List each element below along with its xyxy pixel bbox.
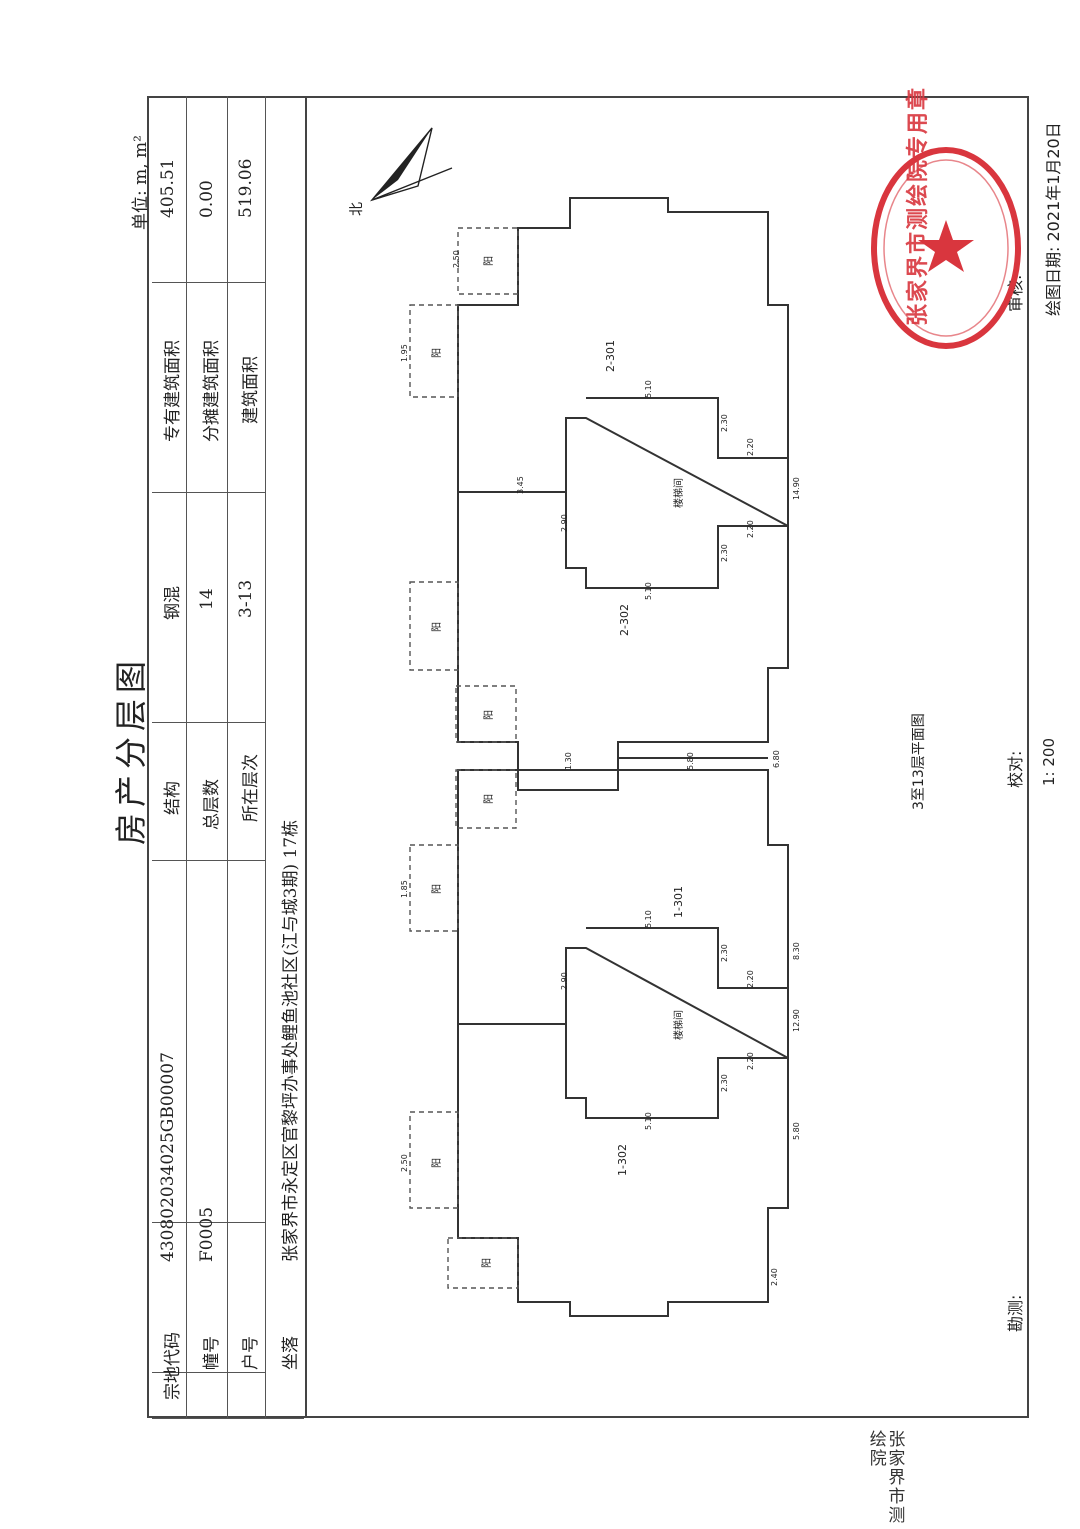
dim-label: 5.10 — [644, 910, 653, 928]
dim-label: 2.30 — [720, 1074, 729, 1092]
balconies — [409, 227, 519, 1289]
stair-label-top: 楼梯间 — [674, 478, 685, 508]
dim-label: 6.80 — [772, 750, 781, 768]
dim-label: 3.45 — [516, 476, 525, 494]
balcony-label: 阳 — [484, 710, 495, 720]
dim-label: 1.30 — [564, 752, 573, 770]
dim-label: 5.80 — [686, 752, 695, 770]
dim-label: 2.50 — [400, 1154, 409, 1172]
table-line — [152, 1222, 265, 1223]
balcony-label: 阳 — [484, 794, 495, 804]
table-line — [152, 860, 265, 861]
plan-caption: 3至13层平面图 — [911, 713, 927, 810]
seal-star-icon — [918, 220, 974, 272]
room-label-2-301: 2-301 — [604, 340, 617, 372]
balcony-label: 阳 — [482, 1258, 493, 1268]
dim-label: 2.30 — [720, 944, 729, 962]
table-line — [152, 492, 265, 493]
balcony-label: 阳 — [432, 884, 443, 894]
table-line — [152, 282, 265, 283]
balcony-label: 阳 — [432, 348, 443, 358]
dim-label: 2.40 — [770, 1268, 779, 1286]
outer-frame — [147, 96, 1029, 1418]
dim-label: 2.50 — [452, 250, 461, 268]
dim-label: 1.95 — [400, 344, 409, 362]
room-label-1-301: 1-301 — [672, 886, 685, 918]
dim-label: 2.90 — [560, 514, 569, 532]
room-label-1-302: 1-302 — [616, 1144, 629, 1176]
balcony-label: 阳 — [432, 622, 443, 632]
dim-label: 8.30 — [792, 942, 801, 960]
dim-label: 2.20 — [746, 438, 755, 456]
dim-label: 5.10 — [644, 582, 653, 600]
seal-text: 张家界市测绘院专用章 — [906, 85, 931, 326]
official-seal — [871, 147, 1021, 349]
jiaodui-label: 校对: — [1006, 750, 1025, 788]
plan-outline — [457, 197, 789, 1317]
dim-label: 2.20 — [746, 1052, 755, 1070]
dim-label: 5.80 — [792, 1122, 801, 1140]
dim-label: 14.90 — [792, 477, 801, 500]
side-org-name: 张家界市测绘院 — [865, 1430, 905, 1525]
dim-label: 2.90 — [560, 972, 569, 990]
north-label: 北 — [349, 202, 365, 216]
dim-label: 2.20 — [746, 970, 755, 988]
dim-label: 2.30 — [720, 414, 729, 432]
balcony-label: 阳 — [484, 256, 495, 266]
table-line — [265, 96, 266, 1418]
dim-label: 5.10 — [644, 1112, 653, 1130]
dim-label: 5.10 — [644, 380, 653, 398]
dim-label: 1.85 — [400, 880, 409, 898]
date-label: 绘图日期: 2021年1月20日 — [1044, 122, 1063, 316]
dim-label: 2.20 — [746, 520, 755, 538]
table-frame — [147, 96, 307, 1418]
north-arrow-icon — [369, 127, 453, 202]
scale-label: 1: 200 — [1040, 738, 1058, 786]
dim-label: 2.30 — [720, 544, 729, 562]
kance-label: 勘测: — [1006, 1294, 1025, 1332]
table-line — [152, 722, 265, 723]
balcony-label: 阳 — [432, 1158, 443, 1168]
table-line — [227, 96, 228, 1418]
table-line — [152, 1372, 265, 1373]
table-line — [152, 1418, 304, 1419]
dim-label: 12.90 — [792, 1009, 801, 1032]
table-line — [186, 96, 187, 1418]
stair-label-bottom: 楼梯间 — [674, 1010, 685, 1040]
room-label-2-302: 2-302 — [618, 604, 631, 636]
